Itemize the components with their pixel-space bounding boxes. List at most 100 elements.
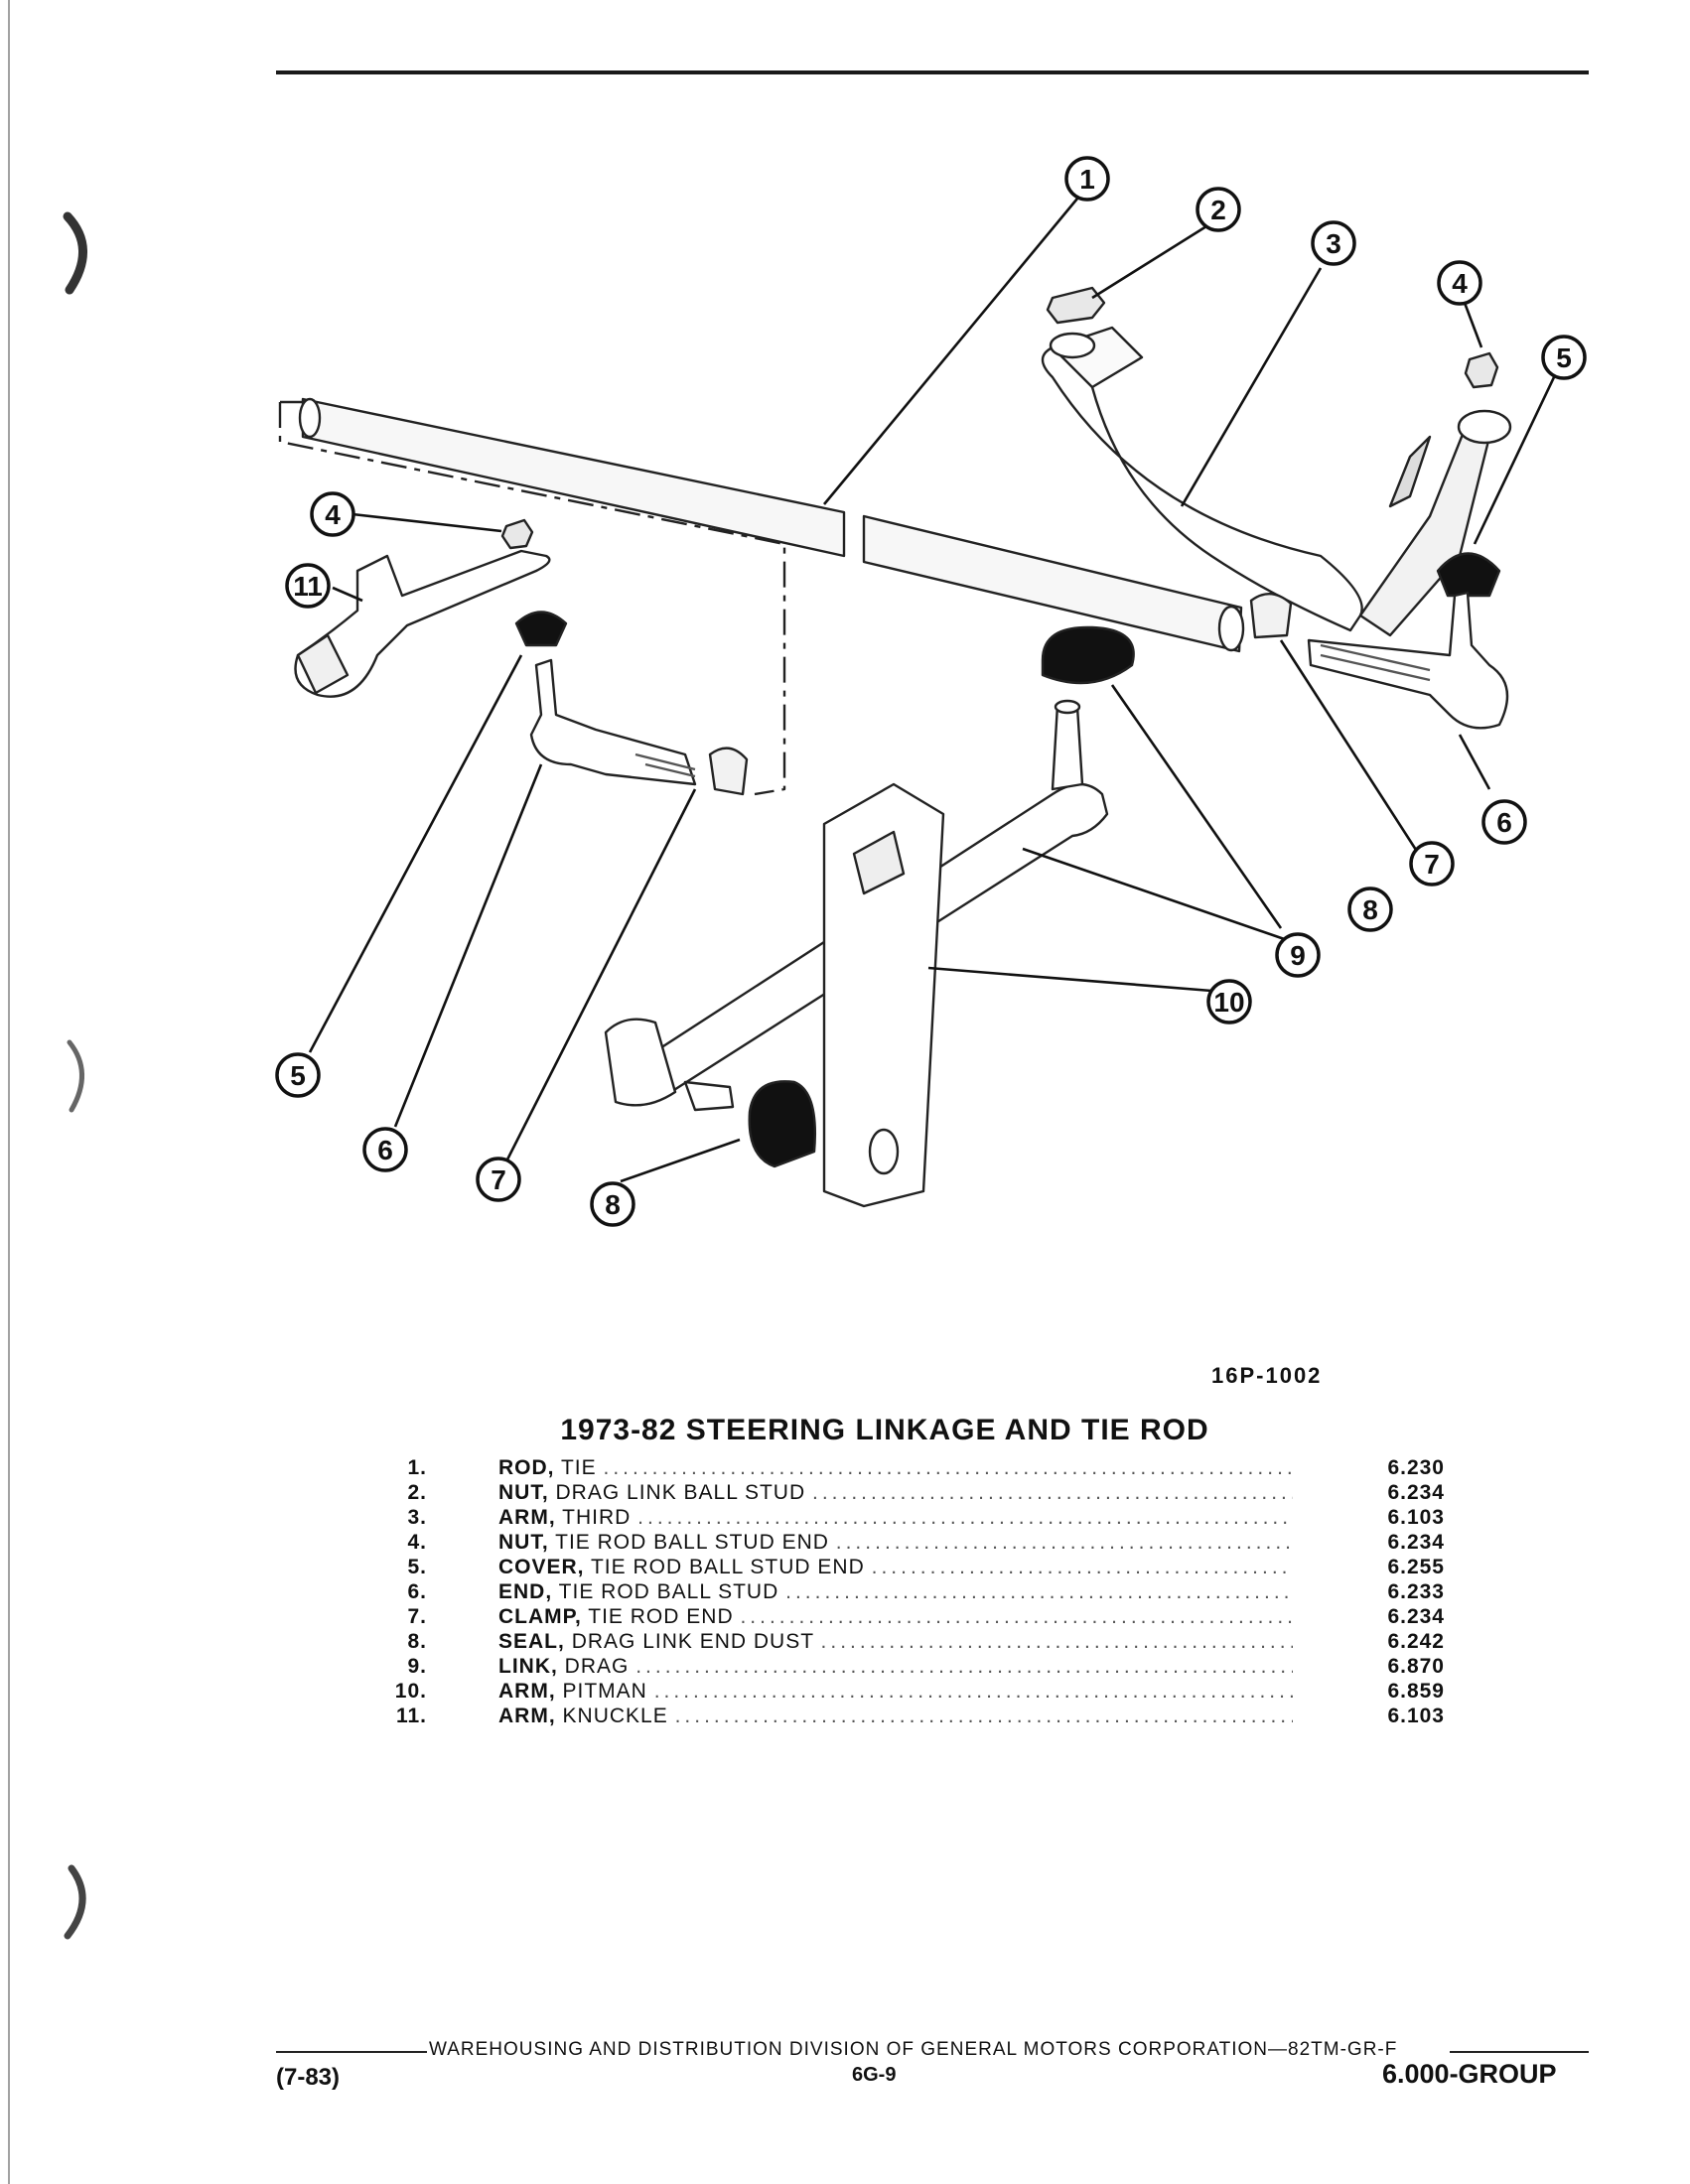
steering-linkage-diagram: 1 2 3 4 5 11 4 5 6 7 8 9 10 6 7 8 <box>275 156 1587 1227</box>
part-description: LINK, DRAG .............................… <box>498 1654 1293 1679</box>
binder-hole-mark <box>63 211 87 295</box>
leader-dots: ........................................… <box>785 1580 1293 1603</box>
footer-division: WAREHOUSING AND DISTRIBUTION DIVISION OF… <box>429 2039 1398 2060</box>
part-code: 6.859 <box>1387 1680 1445 1703</box>
binder-hole-mark <box>67 1039 84 1113</box>
parts-list-row: 6. END, TIE ROD BALL STUD ...............… <box>387 1579 1444 1604</box>
part-detail: TIE ROD BALL STUD END <box>590 1556 865 1578</box>
part-detail: THIRD <box>562 1506 632 1529</box>
section-title: 1973-82 STEERING LINKAGE AND TIE ROD <box>560 1414 1209 1446</box>
part-code: 6.242 <box>1387 1630 1445 1653</box>
callout-4-right: 4 <box>1437 260 1482 306</box>
knuckle-arm <box>294 549 551 698</box>
part-code: 6.103 <box>1387 1506 1445 1529</box>
pitman-arm <box>822 782 945 1208</box>
third-arm <box>1041 336 1363 632</box>
group-label: 6.000-GROUP <box>1382 2059 1557 2089</box>
part-description: ARM, PITMAN ............................… <box>498 1679 1293 1704</box>
binder-edge-line <box>8 0 10 2184</box>
part-detail: TIE ROD BALL STUD END <box>555 1531 829 1554</box>
part-name: ROD, <box>498 1456 555 1479</box>
callout-8-bottom: 8 <box>590 1181 635 1227</box>
castle-nut-right <box>1464 351 1499 389</box>
part-detail: DRAG LINK END DUST <box>571 1630 814 1653</box>
svg-text:1: 1 <box>1079 164 1095 195</box>
part-number: 6. <box>407 1580 427 1603</box>
cover-right <box>1436 552 1501 598</box>
leader-dots: ........................................… <box>871 1556 1293 1578</box>
part-code: 6.103 <box>1387 1705 1445 1727</box>
castle-nut <box>1046 286 1106 325</box>
part-name: SEAL, <box>498 1630 565 1653</box>
dust-seal-top <box>1041 625 1135 685</box>
clamp-left <box>708 747 749 796</box>
callout-4-left: 4 <box>310 491 355 537</box>
part-number: 7. <box>407 1605 427 1628</box>
leader-dots: ........................................… <box>835 1531 1293 1554</box>
leader-dots: ........................................… <box>635 1655 1293 1678</box>
leader-dots: ........................................… <box>653 1680 1293 1703</box>
part-code: 6.870 <box>1387 1655 1445 1678</box>
leader-dots: ........................................… <box>674 1705 1293 1727</box>
top-rule <box>276 70 1589 74</box>
part-description: END, TIE ROD BALL STUD .................… <box>498 1579 1293 1604</box>
part-detail: TIE ROD BALL STUD <box>558 1580 779 1603</box>
parts-list-row: 11. ARM, KNUCKLE ........................… <box>387 1704 1444 1728</box>
figure-id: 16P-1002 <box>1211 1363 1323 1388</box>
leader-dots: ........................................… <box>637 1506 1293 1529</box>
parts-list-row: 7.CLAMP, TIE ROD END ...................… <box>387 1604 1444 1629</box>
leader-lines <box>308 198 1556 1183</box>
part-name: ARM, <box>498 1680 556 1703</box>
callout-3: 3 <box>1311 220 1356 266</box>
part-code: 6.234 <box>1387 1605 1445 1628</box>
footer-rule-right <box>1450 2051 1589 2053</box>
illustration <box>278 286 1512 1208</box>
svg-text:4: 4 <box>325 499 341 530</box>
parts-list-row: 10.ARM, PITMAN .........................… <box>387 1679 1444 1704</box>
svg-text:7: 7 <box>491 1164 506 1195</box>
part-name: ARM, <box>498 1705 556 1727</box>
leader-4-left <box>352 512 502 533</box>
leader-2 <box>1091 224 1207 300</box>
callout-9: 9 <box>1275 932 1321 978</box>
callout-6-right: 6 <box>1481 799 1527 845</box>
parts-list-row: 5.COVER, TIE ROD BALL STUD END .........… <box>387 1555 1444 1579</box>
castle-nut-left <box>500 518 534 550</box>
tie-rod-end-left <box>529 658 697 786</box>
part-description: COVER, TIE ROD BALL STUD END ...........… <box>498 1555 1293 1579</box>
leader-5-left <box>308 654 523 1053</box>
callout-11: 11 <box>285 563 331 609</box>
leader-9 <box>1022 847 1297 945</box>
svg-text:4: 4 <box>1452 268 1468 299</box>
leader-11 <box>332 586 363 603</box>
tie-rod-right <box>862 514 1243 653</box>
part-number: 11. <box>395 1705 427 1727</box>
svg-text:9: 9 <box>1290 940 1306 971</box>
leader-8-top <box>1110 684 1283 929</box>
callout-7-right: 7 <box>1409 841 1455 887</box>
leader-1 <box>822 198 1079 505</box>
leader-10 <box>927 966 1212 993</box>
parts-list-row: 9. LINK, DRAG ...........................… <box>387 1654 1444 1679</box>
svg-text:6: 6 <box>1496 807 1512 838</box>
part-number: 9. <box>407 1655 427 1678</box>
part-code: 6.230 <box>1387 1456 1445 1479</box>
part-number: 8. <box>407 1630 427 1653</box>
part-name: LINK, <box>498 1655 558 1678</box>
parts-list-row: 8. SEAL, DRAG LINK END DUST .............… <box>387 1629 1444 1654</box>
part-description: ROD, TIE ...............................… <box>498 1455 1293 1480</box>
tie-rod-end-right <box>1307 591 1509 730</box>
parts-list-row: 1. ROD, TIE .............................… <box>387 1455 1444 1480</box>
leader-dots: ........................................… <box>820 1630 1293 1653</box>
dust-seal-bottom <box>748 1080 816 1168</box>
leader-8-bottom <box>620 1138 741 1183</box>
binder-hole-mark <box>64 1864 86 1940</box>
cover-left <box>514 611 568 647</box>
svg-text:5: 5 <box>290 1060 306 1091</box>
part-number: 1. <box>407 1456 427 1479</box>
part-description: ARM, KNUCKLE ...........................… <box>498 1704 1293 1728</box>
leader-dots: ........................................… <box>811 1481 1293 1504</box>
footer-date: (7-83) <box>276 2064 341 2091</box>
part-code: 6.234 <box>1387 1481 1445 1504</box>
svg-text:7: 7 <box>1424 849 1440 880</box>
